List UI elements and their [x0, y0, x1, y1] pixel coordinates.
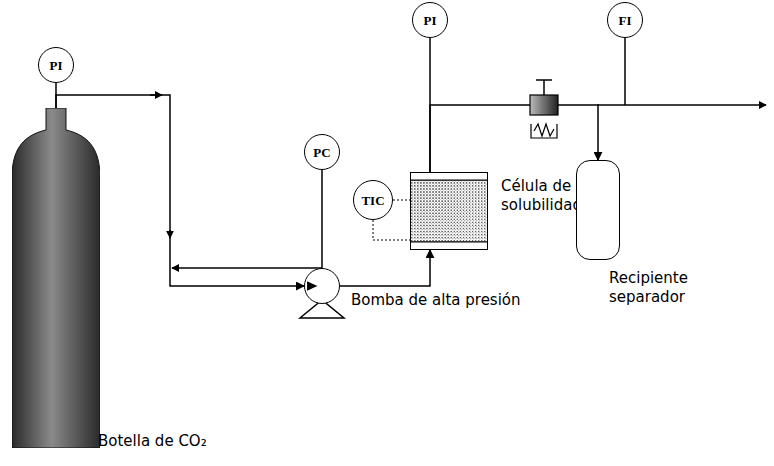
instrument-tag: PI [50, 59, 63, 72]
equipment-label: Bomba de alta presión [351, 291, 551, 310]
pressure-controller: PC [304, 134, 340, 170]
pressure-indicator: PI [412, 2, 448, 38]
pressure-indicator: PI [38, 47, 74, 83]
flow-indicator: FI [607, 2, 643, 38]
equipment-label: Recipiente separador [609, 269, 709, 307]
instrument-tag: PC [313, 146, 330, 159]
pipe-connector [321, 170, 323, 268]
fi-stem [624, 38, 626, 105]
packed-bed [411, 173, 487, 249]
instrument-tag: FI [619, 14, 632, 27]
back-pressure-valve [530, 80, 558, 138]
instrument-tag: TIC [361, 194, 384, 207]
gas-cylinder [12, 108, 100, 448]
pump-arrow [305, 269, 339, 303]
separator-vessel: Recipiente separador [576, 160, 620, 260]
equipment-label: Botella de CO₂ [98, 432, 258, 451]
temperature-controller: TIC [353, 180, 393, 220]
signal-line [373, 220, 410, 240]
pipe-connector [430, 105, 598, 172]
high-pressure-pump: Bomba de alta presión [304, 268, 340, 304]
pipe-connector [340, 250, 430, 286]
pipe-connector [393, 200, 410, 201]
solubility-cell: Célula de solubilidad [410, 172, 488, 250]
instrument-tag: PI [424, 14, 437, 27]
outlet-line [597, 104, 766, 106]
co2-bottle: Botella de CO₂ [12, 108, 100, 448]
recycle-line [172, 267, 322, 269]
